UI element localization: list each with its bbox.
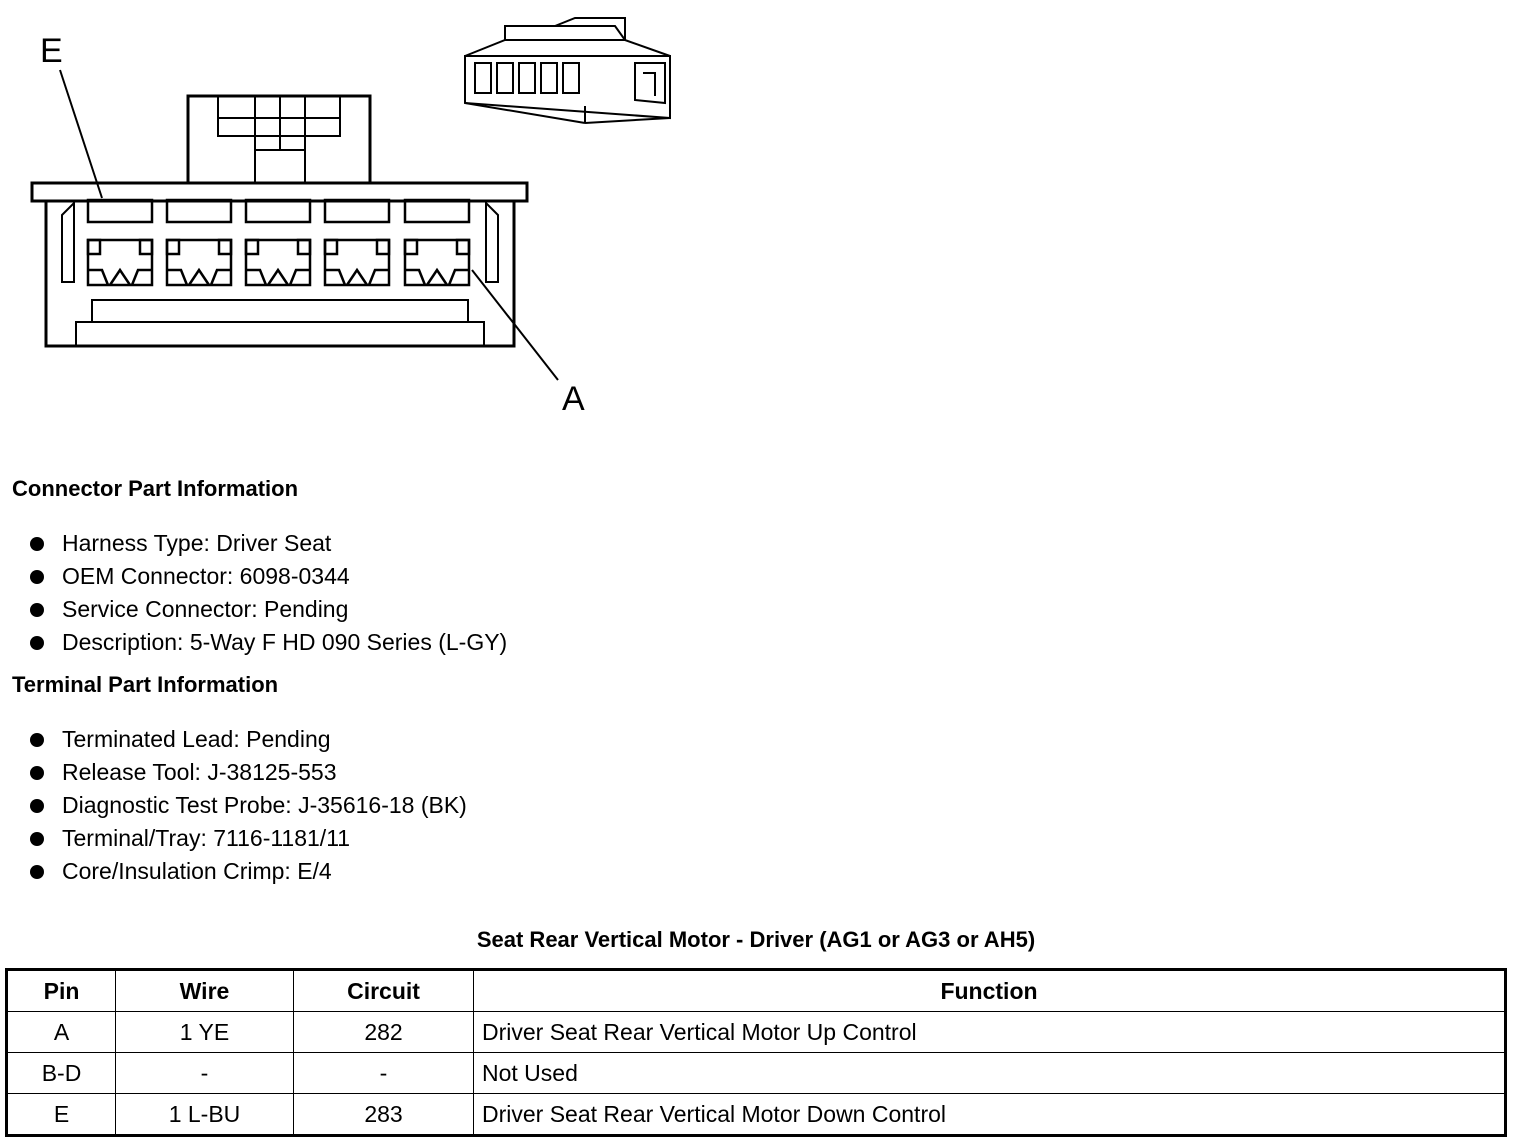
cell-wire: 1 YE <box>115 1011 294 1053</box>
cell-pin: B-D <box>6 1052 116 1094</box>
connector-cavity <box>323 198 391 287</box>
connector-cavity <box>244 198 312 287</box>
pin-table: Pin Wire Circuit Function A 1 YE 282 Dri… <box>5 968 1507 1137</box>
cell-function: Driver Seat Rear Vertical Motor Down Con… <box>473 1093 1506 1136</box>
table-row: A 1 YE 282 Driver Seat Rear Vertical Mot… <box>6 1011 1506 1053</box>
terminal-info-list: Terminated Lead: Pending Release Tool: J… <box>28 723 467 888</box>
list-item: Service Connector: Pending <box>28 593 507 626</box>
cell-circuit: 283 <box>293 1093 474 1136</box>
list-item: Core/Insulation Crimp: E/4 <box>28 855 467 888</box>
list-item: Release Tool: J-38125-553 <box>28 756 467 789</box>
table-row: E 1 L-BU 283 Driver Seat Rear Vertical M… <box>6 1093 1506 1136</box>
pin-e-callout: E <box>40 32 63 70</box>
list-item: Terminal/Tray: 7116-1181/11 <box>28 822 467 855</box>
table-row: B-D - - Not Used <box>6 1052 1506 1094</box>
connector-info-title: Connector Part Information <box>12 476 299 501</box>
cell-wire: - <box>115 1052 294 1094</box>
cell-circuit: 282 <box>293 1011 474 1053</box>
connector-info-list: Harness Type: Driver Seat OEM Connector:… <box>28 527 507 659</box>
cell-function: Driver Seat Rear Vertical Motor Up Contr… <box>473 1011 1506 1053</box>
cell-circuit: - <box>293 1052 474 1094</box>
header-wire: Wire <box>115 969 294 1012</box>
cell-function: Not Used <box>473 1052 1506 1094</box>
connector-cavity <box>403 198 471 287</box>
list-item: Description: 5-Way F HD 090 Series (L-GY… <box>28 626 507 659</box>
pin-a-callout: A <box>562 380 585 418</box>
table-header-row: Pin Wire Circuit Function <box>6 969 1506 1012</box>
pin-table-title: Seat Rear Vertical Motor - Driver (AG1 o… <box>476 927 1036 952</box>
cell-wire: 1 L-BU <box>115 1093 294 1136</box>
header-circuit: Circuit <box>293 969 474 1012</box>
list-item: Diagnostic Test Probe: J-35616-18 (BK) <box>28 789 467 822</box>
connector-face-drawing <box>30 17 671 381</box>
cell-pin: A <box>6 1011 116 1053</box>
header-function: Function <box>473 969 1506 1012</box>
connector-cavity <box>86 198 154 287</box>
terminal-info-title: Terminal Part Information <box>12 672 279 697</box>
list-item: OEM Connector: 6098-0344 <box>28 560 507 593</box>
list-item: Terminated Lead: Pending <box>28 723 467 756</box>
list-item: Harness Type: Driver Seat <box>28 527 507 560</box>
header-pin: Pin <box>6 969 116 1012</box>
cell-pin: E <box>6 1093 116 1136</box>
connector-cavity <box>165 198 233 287</box>
